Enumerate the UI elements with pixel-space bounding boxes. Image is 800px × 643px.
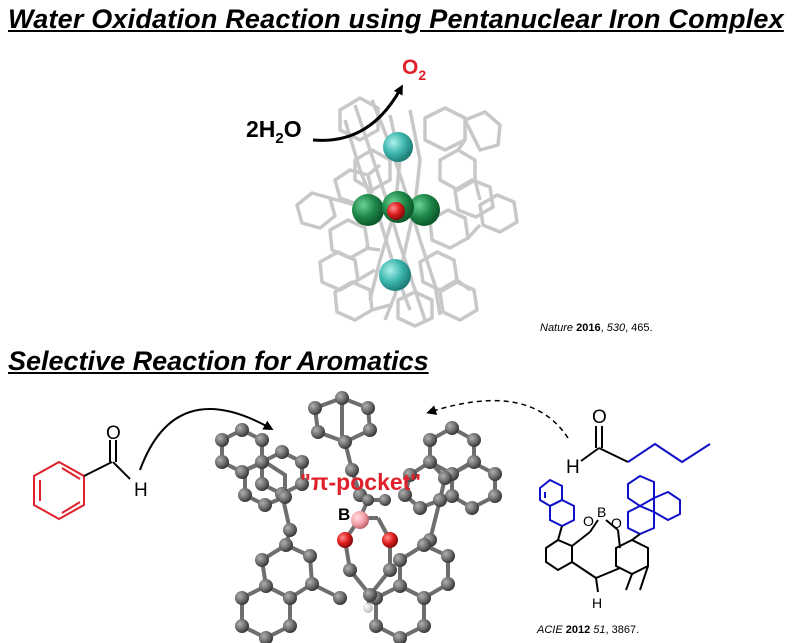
hydrogen-atom xyxy=(363,603,373,613)
butanal xyxy=(580,426,711,464)
section2-title: Selective Reaction for Aromatics xyxy=(8,346,429,376)
oxidation-arrow xyxy=(312,84,403,142)
citation-journal: ACIE xyxy=(537,624,563,636)
citation-volume: 51 xyxy=(593,624,606,636)
citation-year: 2016 xyxy=(576,322,601,334)
citation-volume: 530 xyxy=(606,322,626,334)
carbon-atoms xyxy=(215,391,502,643)
benzaldehyde xyxy=(33,440,131,521)
reactant-water: 2H2O xyxy=(246,116,302,147)
catalyst-2d-structure xyxy=(539,474,681,593)
catalyst-boron: B xyxy=(597,504,606,520)
section1-title: Water Oxidation Reaction using Pentanucl… xyxy=(8,4,784,34)
iron-atom-bottom xyxy=(379,259,411,291)
citation-year: 2012 xyxy=(565,624,591,636)
product-oxygen: O2 xyxy=(402,56,426,83)
citation-journal: Nature xyxy=(540,322,574,334)
iron-atom-left xyxy=(352,194,384,226)
iron-atom-top xyxy=(383,132,413,162)
citation-pages: , 3867. xyxy=(605,624,640,636)
citation-pages: , 465. xyxy=(625,322,653,334)
pi-pocket-label: "π-pocket" xyxy=(300,469,421,495)
boron-atom xyxy=(351,511,369,529)
citation-acie: ACIE 2012 51, 3867. xyxy=(537,624,639,636)
butanal-oxygen: O xyxy=(592,407,607,428)
catalyst-oxygen-2: O xyxy=(611,515,622,531)
benzaldehyde-hydrogen: H xyxy=(134,480,148,501)
citation-nature: Nature 2016, 530, 465. xyxy=(540,322,653,334)
rejected-arrow xyxy=(426,399,569,439)
boron-label: B xyxy=(338,505,350,524)
butanal-hydrogen: H xyxy=(566,457,580,478)
catalyst-oxygen-right xyxy=(382,532,398,548)
iron-atom-right xyxy=(408,194,440,226)
oxygen-atom-center xyxy=(387,202,405,220)
selective-arrow xyxy=(139,408,274,471)
catalyst-oxygen-left xyxy=(337,532,353,548)
catalyst-hydrogen: H xyxy=(592,595,602,611)
catalyst-oxygen-1: O xyxy=(583,513,594,529)
benzaldehyde-oxygen: O xyxy=(106,423,121,444)
